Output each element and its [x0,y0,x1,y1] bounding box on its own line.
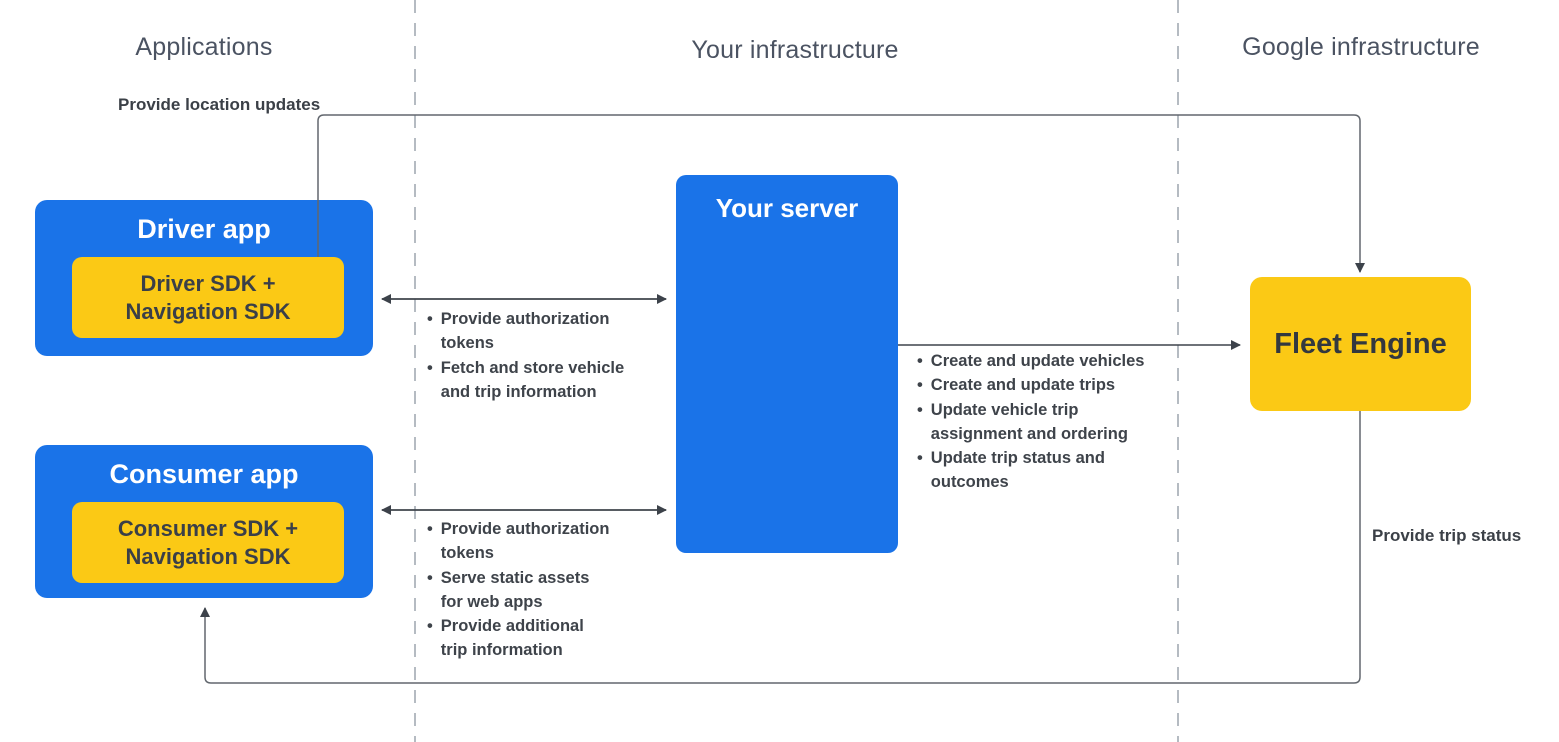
driver-app-title: Driver app [137,214,271,244]
consumer-app-title: Consumer app [109,459,299,489]
bullet-text: Create and update trips [930,376,1116,395]
bullet-icon: • [917,449,923,468]
your-server-title: Your server [715,193,859,223]
fleet-engine-node: Fleet Engine [1250,277,1471,411]
your-server-node: Your server [676,175,898,553]
column-header-applications: Applications [135,33,273,61]
bullet-text: Update vehicle trip assignment and order… [930,400,1128,443]
column-header-google-infrastructure: Google infrastructure [1242,33,1480,61]
bullet-text: Create and update vehicles [930,352,1145,370]
bullet-icon: • [427,617,433,636]
bullet-icon: • [427,358,433,377]
bullet-icon: • [917,400,923,419]
edge-label-trip-status: Provide trip status [1372,526,1522,545]
edge-label-location-updates: Provide location updates [118,95,321,114]
column-header-your-infrastructure: Your infrastructure [691,36,899,64]
bullet-icon: • [917,376,923,395]
consumer-sdk-node: Consumer SDK + Navigation SDK [72,502,344,583]
list-item: • Serve static assets for web apps [427,566,609,615]
bullet-text: Provide additional trip information [440,617,584,660]
bullet-text: Fetch and store vehicle and trip informa… [440,358,625,401]
list-item: • Update trip status and outcomes [917,446,1144,495]
list-item: • Create and update vehicles [917,349,1144,373]
list-item: • Provide authorization tokens [427,307,624,356]
driver-app-node: Driver app Driver SDK + Navigation SDK [35,200,373,356]
bullet-text: Serve static assets for web apps [440,568,590,611]
driver-sdk-node: Driver SDK + Navigation SDK [72,257,344,338]
bullet-text: Provide authorization tokens [440,310,610,353]
fleet-engine-title: Fleet Engine [1274,327,1447,360]
consumer-server-bullet-list: • Provide authorization tokens • Serve s… [427,517,609,663]
list-item: • Provide additional trip information [427,614,609,663]
list-item: • Update vehicle trip assignment and ord… [917,398,1144,447]
bullet-text: Provide authorization tokens [440,520,610,563]
driver-server-bullet-list: • Provide authorization tokens • Fetch a… [427,307,624,404]
bullet-icon: • [427,520,433,538]
list-item: • Provide authorization tokens [427,517,609,566]
bullet-icon: • [427,310,433,328]
bullet-icon: • [427,568,433,587]
consumer-app-node: Consumer app Consumer SDK + Navigation S… [35,445,373,598]
bullet-icon: • [917,352,923,370]
bullet-text: Update trip status and outcomes [930,449,1105,492]
list-item: • Fetch and store vehicle and trip infor… [427,356,624,405]
list-item: • Create and update trips [917,373,1144,397]
server-fleet-bullet-list: • Create and update vehicles • Create an… [917,349,1144,495]
